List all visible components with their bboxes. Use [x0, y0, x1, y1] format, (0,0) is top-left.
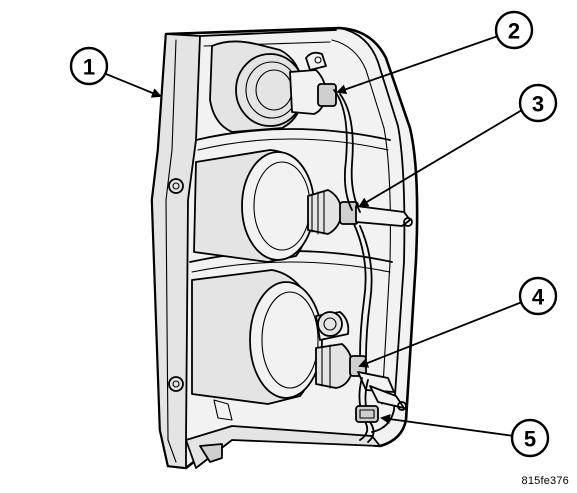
callout-5-leader: [380, 414, 515, 437]
callout-4-leader: [358, 301, 523, 368]
figure-code: 815fe376: [521, 475, 569, 487]
wire-harness: [333, 89, 379, 443]
callout-4-number: 4: [532, 285, 545, 310]
callout-3: 3: [518, 83, 558, 123]
callout-1: 1: [69, 46, 109, 86]
lower-bulb-socket: [191, 269, 407, 411]
callout-5: 5: [510, 418, 550, 458]
callout-1-number: 1: [83, 55, 95, 80]
callout-4: 4: [518, 276, 558, 316]
callout-2: 2: [494, 10, 534, 50]
callout-2-leader: [336, 35, 499, 95]
callout-5-number: 5: [524, 427, 536, 452]
callout-2-number: 2: [508, 19, 520, 44]
callout-3-number: 3: [532, 92, 544, 117]
middle-bulb-socket: [193, 149, 413, 263]
callout-3-leader: [358, 109, 523, 208]
callout-1-leader: [105, 73, 162, 98]
upper-bulb-socket: [209, 40, 337, 133]
